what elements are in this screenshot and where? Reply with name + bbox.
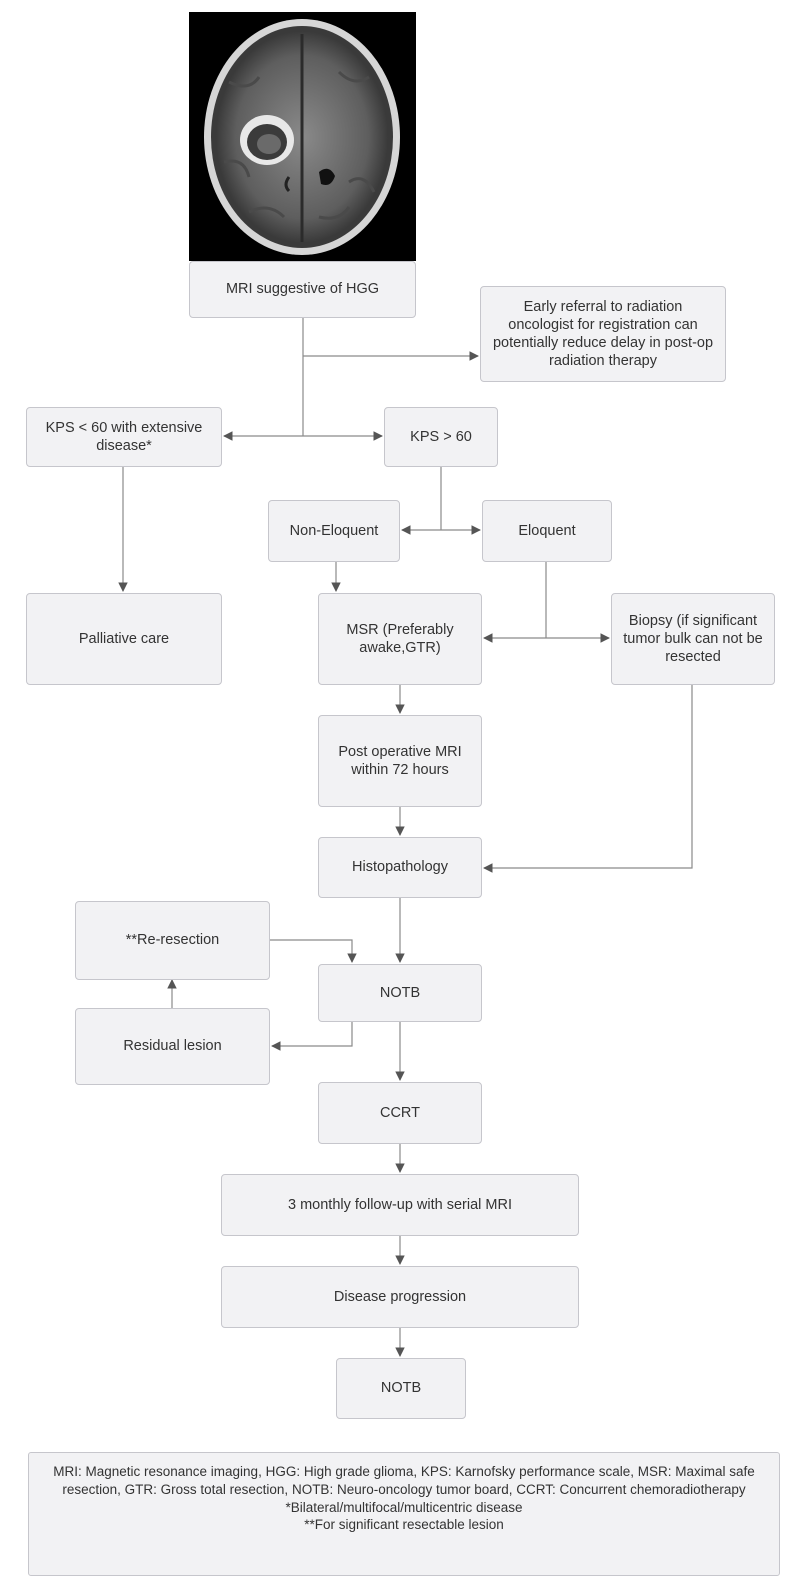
node-re-resection: **Re-resection (75, 901, 270, 980)
flow-connectors (118, 318, 693, 1357)
node-msr: MSR (Preferably awake,GTR) (318, 593, 482, 685)
node-mri-suggestive: MRI suggestive of HGG (189, 261, 416, 318)
node-histopathology: Histopathology (318, 837, 482, 898)
node-early-referral: Early referral to radiation oncologist f… (480, 286, 726, 382)
node-notb: NOTB (318, 964, 482, 1022)
abbreviation-legend: MRI: Magnetic resonance imaging, HGG: Hi… (28, 1452, 780, 1576)
node-residual-lesion: Residual lesion (75, 1008, 270, 1085)
brain-mri-illustration (204, 19, 400, 255)
node-notb-final: NOTB (336, 1358, 466, 1419)
brain-mri-image (189, 12, 416, 261)
connector-biopsy-to-histopathology (483, 685, 693, 873)
node-disease-progression: Disease progression (221, 1266, 579, 1328)
node-biopsy: Biopsy (if significant tumor bulk can no… (611, 593, 775, 685)
node-kps-low: KPS < 60 with extensive disease* (26, 407, 222, 467)
node-postop-mri: Post operative MRI within 72 hours (318, 715, 482, 807)
connector-reresection-to-notb (270, 939, 357, 963)
node-kps-high: KPS > 60 (384, 407, 498, 467)
legend-footnote-double-star: **For significant resectable lesion (304, 1517, 504, 1533)
node-non-eloquent: Non-Eloquent (268, 500, 400, 562)
node-followup: 3 monthly follow-up with serial MRI (221, 1174, 579, 1236)
node-palliative-care: Palliative care (26, 593, 222, 685)
legend-abbreviations: MRI: Magnetic resonance imaging, HGG: Hi… (53, 1464, 755, 1497)
node-eloquent: Eloquent (482, 500, 612, 562)
legend-footnote-single-star: *Bilateral/multifocal/multicentric disea… (285, 1499, 523, 1515)
node-ccrt: CCRT (318, 1082, 482, 1144)
connector-notb-to-residual (271, 1022, 353, 1051)
